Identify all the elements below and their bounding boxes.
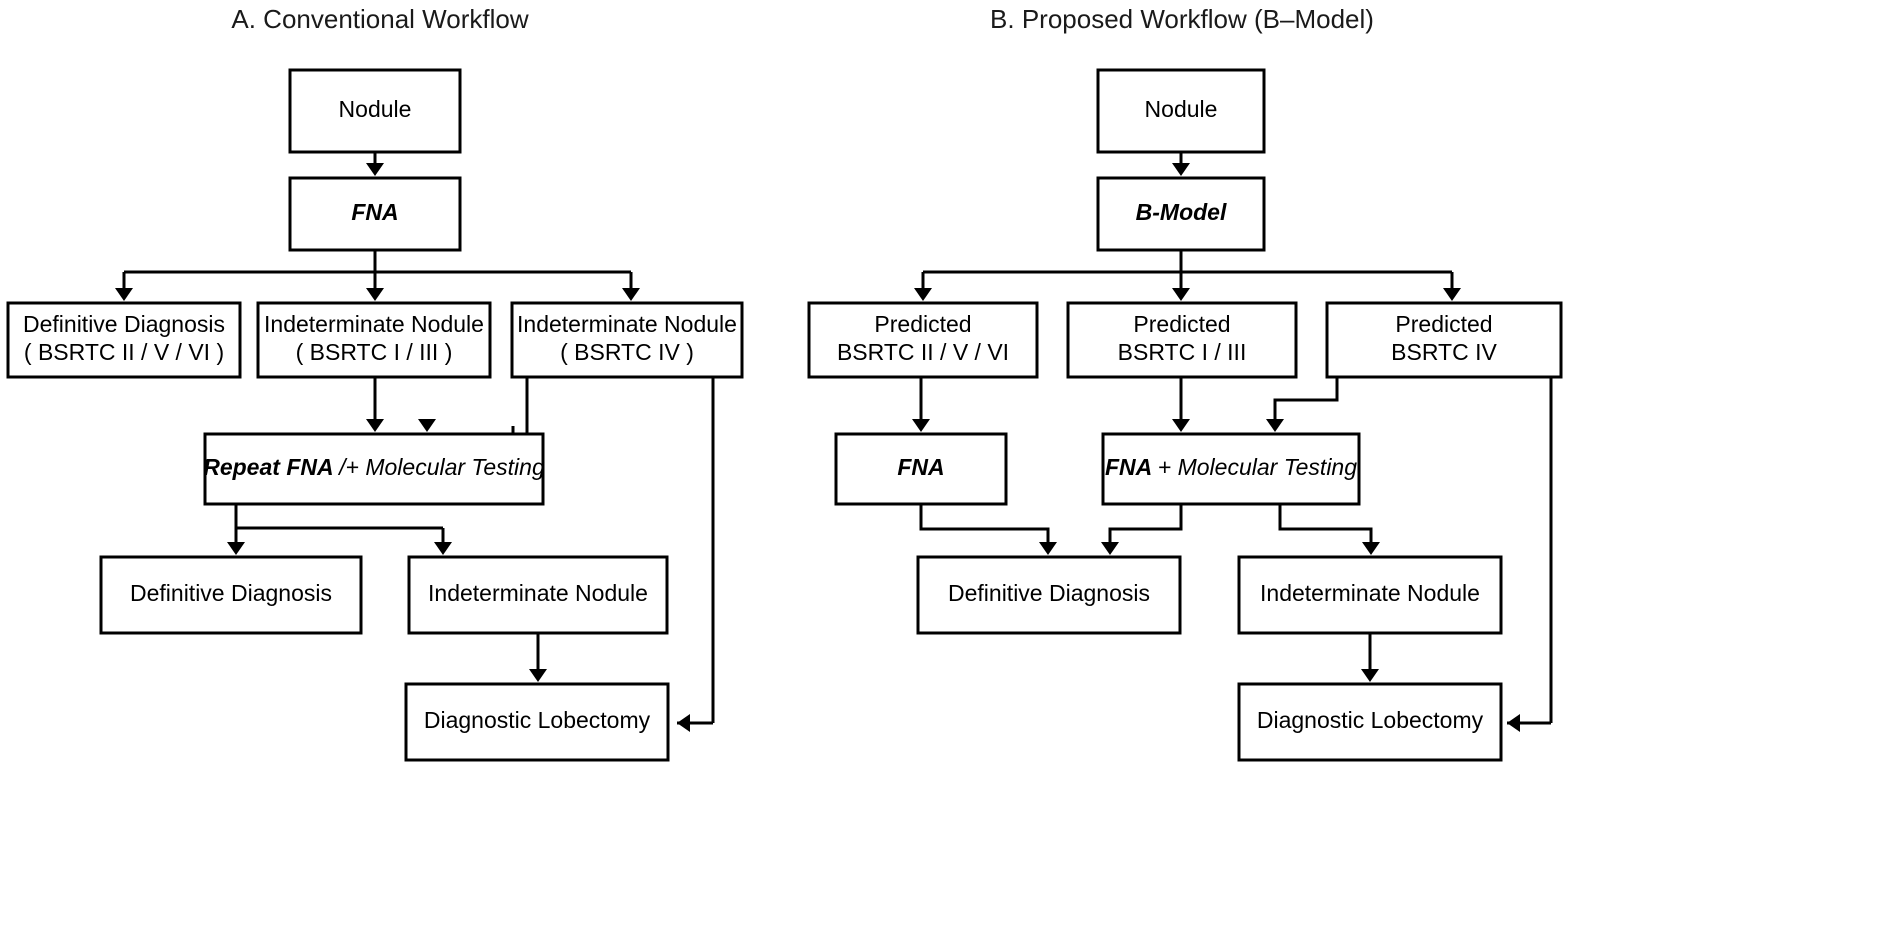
arrow-a-repeat-indnod (434, 542, 452, 555)
arrow-b-fnamol-defdx (1101, 542, 1119, 555)
arrow-b-fnamol-indnod (1362, 542, 1380, 555)
node-label-a_def_bsrtc-line2: ( BSRTC II / V / VI ) (24, 339, 224, 365)
node-a_nodule[interactable]: Nodule (288, 68, 462, 154)
node-label-a_lobect: Diagnostic Lobectomy (424, 707, 651, 733)
connector-b-p3-to-fnamol (1273, 377, 1339, 426)
arrow-a-fna-ind2 (622, 288, 640, 301)
node-label-b_pred_i-line1: Predicted (1133, 311, 1230, 337)
node-label-b_nodule: Nodule (1145, 96, 1218, 122)
node-label-a_ind_i_iii-line2: ( BSRTC I / III ) (296, 339, 453, 365)
arrow-b-p2-fnamol (1172, 419, 1190, 432)
node-a_def_dx[interactable]: Definitive Diagnosis (99, 555, 363, 635)
arrow-b-p1-fna (912, 419, 930, 432)
arrow-b-indnod-lobect (1361, 669, 1379, 682)
arrow-b-fna-defdx (1039, 542, 1057, 555)
node-label-a_def_dx: Definitive Diagnosis (130, 580, 332, 606)
node-box-b_model[interactable] (1096, 176, 1266, 252)
arrowheads-layer (115, 163, 1520, 732)
node-a_def_bsrtc[interactable]: Definitive Diagnosis( BSRTC II / V / VI … (6, 301, 242, 379)
connectors-layer (122, 152, 1553, 725)
node-box-a_ind_nod[interactable] (407, 555, 669, 635)
connector-b-fnamol-right-out (1278, 504, 1373, 549)
node-label-b_model: B-Model (1136, 199, 1227, 225)
node-a_repeat[interactable]: Repeat FNA /+ Molecular Testing (203, 432, 545, 506)
arrow-b-nodule-model (1172, 163, 1190, 176)
node-label-b_pred_iv-line2: BSRTC IV (1391, 339, 1497, 365)
arrow-a-nodule-fna (366, 163, 384, 176)
node-b_fna_mol[interactable]: FNA + Molecular Testing (1101, 432, 1361, 506)
panel-titles-layer: A. Conventional Workflow B. Proposed Work… (231, 4, 1374, 34)
node-a_ind_nod[interactable]: Indeterminate Nodule (407, 555, 669, 635)
arrow-b-right-into-lobect (1507, 714, 1520, 732)
node-box-a_nodule[interactable] (288, 68, 462, 154)
arrow-a-indnod-lobect (529, 669, 547, 682)
arrow-a-ind4-repeat (418, 419, 436, 432)
node-label-a_nodule: Nodule (339, 96, 412, 122)
node-box-b_lobect[interactable] (1237, 682, 1503, 762)
arrow-a-ind1-repeat (366, 419, 384, 432)
node-box-a_ind_i_iii[interactable] (256, 301, 492, 379)
node-label-a_ind_iv-line2: ( BSRTC IV ) (560, 339, 694, 365)
node-a_fna[interactable]: FNA (288, 176, 462, 252)
node-label-a_repeat: Repeat FNA /+ Molecular Testing (203, 454, 545, 480)
node-label-a_ind_nod: Indeterminate Nodule (428, 580, 648, 606)
node-label-b_pred_ii-line1: Predicted (874, 311, 971, 337)
node-b_model[interactable]: B-Model (1096, 176, 1266, 252)
node-box-b_pred_iv[interactable] (1325, 301, 1563, 379)
connector-a-repeat-out-left (234, 504, 443, 530)
panel-title-B: B. Proposed Workflow (B–Model) (990, 4, 1374, 34)
node-b_ind_nod[interactable]: Indeterminate Nodule (1237, 555, 1503, 635)
node-b_fna[interactable]: FNA (834, 432, 1008, 506)
node-box-b_fna[interactable] (834, 432, 1008, 506)
node-a_ind_iv[interactable]: Indeterminate Nodule( BSRTC IV ) (510, 301, 744, 379)
node-label-a_ind_iv-line1: Indeterminate Nodule (517, 311, 737, 337)
node-box-b_ind_nod[interactable] (1237, 555, 1503, 635)
node-b_lobect[interactable]: Diagnostic Lobectomy (1237, 682, 1503, 762)
node-label-b_pred_i-line2: BSRTC I / III (1118, 339, 1247, 365)
node-label-b_lobect: Diagnostic Lobectomy (1257, 707, 1484, 733)
node-a_ind_i_iii[interactable]: Indeterminate Nodule( BSRTC I / III ) (256, 301, 492, 379)
node-box-b_pred_i[interactable] (1066, 301, 1298, 379)
node-box-a_ind_iv[interactable] (510, 301, 744, 379)
node-box-b_def_dx[interactable] (916, 555, 1182, 635)
arrow-a-repeat-defdx (227, 542, 245, 555)
arrow-a-fna-ind1 (366, 288, 384, 301)
node-label-b_pred_iv-line1: Predicted (1395, 311, 1492, 337)
node-b_def_dx[interactable]: Definitive Diagnosis (916, 555, 1182, 635)
node-box-a_def_dx[interactable] (99, 555, 363, 635)
node-label-b_def_dx: Definitive Diagnosis (948, 580, 1150, 606)
node-label-b_pred_ii-line2: BSRTC II / V / VI (837, 339, 1009, 365)
node-label-b_fna_mol: FNA + Molecular Testing (1105, 454, 1357, 480)
node-box-b_pred_ii[interactable] (807, 301, 1039, 379)
node-box-a_repeat[interactable] (203, 432, 545, 506)
node-box-b_fna_mol[interactable] (1101, 432, 1361, 506)
node-box-a_fna[interactable] (288, 176, 462, 252)
node-box-a_lobect[interactable] (404, 682, 670, 762)
node-box-a_def_bsrtc[interactable] (6, 301, 242, 379)
node-box-b_nodule[interactable] (1096, 68, 1266, 154)
node-b_nodule[interactable]: Nodule (1096, 68, 1266, 154)
arrow-b-model-p3 (1443, 288, 1461, 301)
arrow-b-model-p1 (914, 288, 932, 301)
connector-b-fnamol-left-out (1108, 504, 1183, 549)
arrow-a-right-into-lobect (677, 714, 690, 732)
node-label-b_ind_nod: Indeterminate Nodule (1260, 580, 1480, 606)
node-label-a_ind_i_iii-line1: Indeterminate Nodule (264, 311, 484, 337)
arrow-b-p3-fnamol (1266, 419, 1284, 432)
node-label-a_def_bsrtc-line1: Definitive Diagnosis (23, 311, 225, 337)
arrow-a-fna-def (115, 288, 133, 301)
node-a_lobect[interactable]: Diagnostic Lobectomy (404, 682, 670, 762)
node-label-b_fna: FNA (897, 454, 944, 480)
node-label-a_fna: FNA (351, 199, 398, 225)
connector-b-fna-out (919, 504, 1050, 549)
panel-title-A: A. Conventional Workflow (231, 4, 528, 34)
arrow-b-model-p2 (1172, 288, 1190, 301)
